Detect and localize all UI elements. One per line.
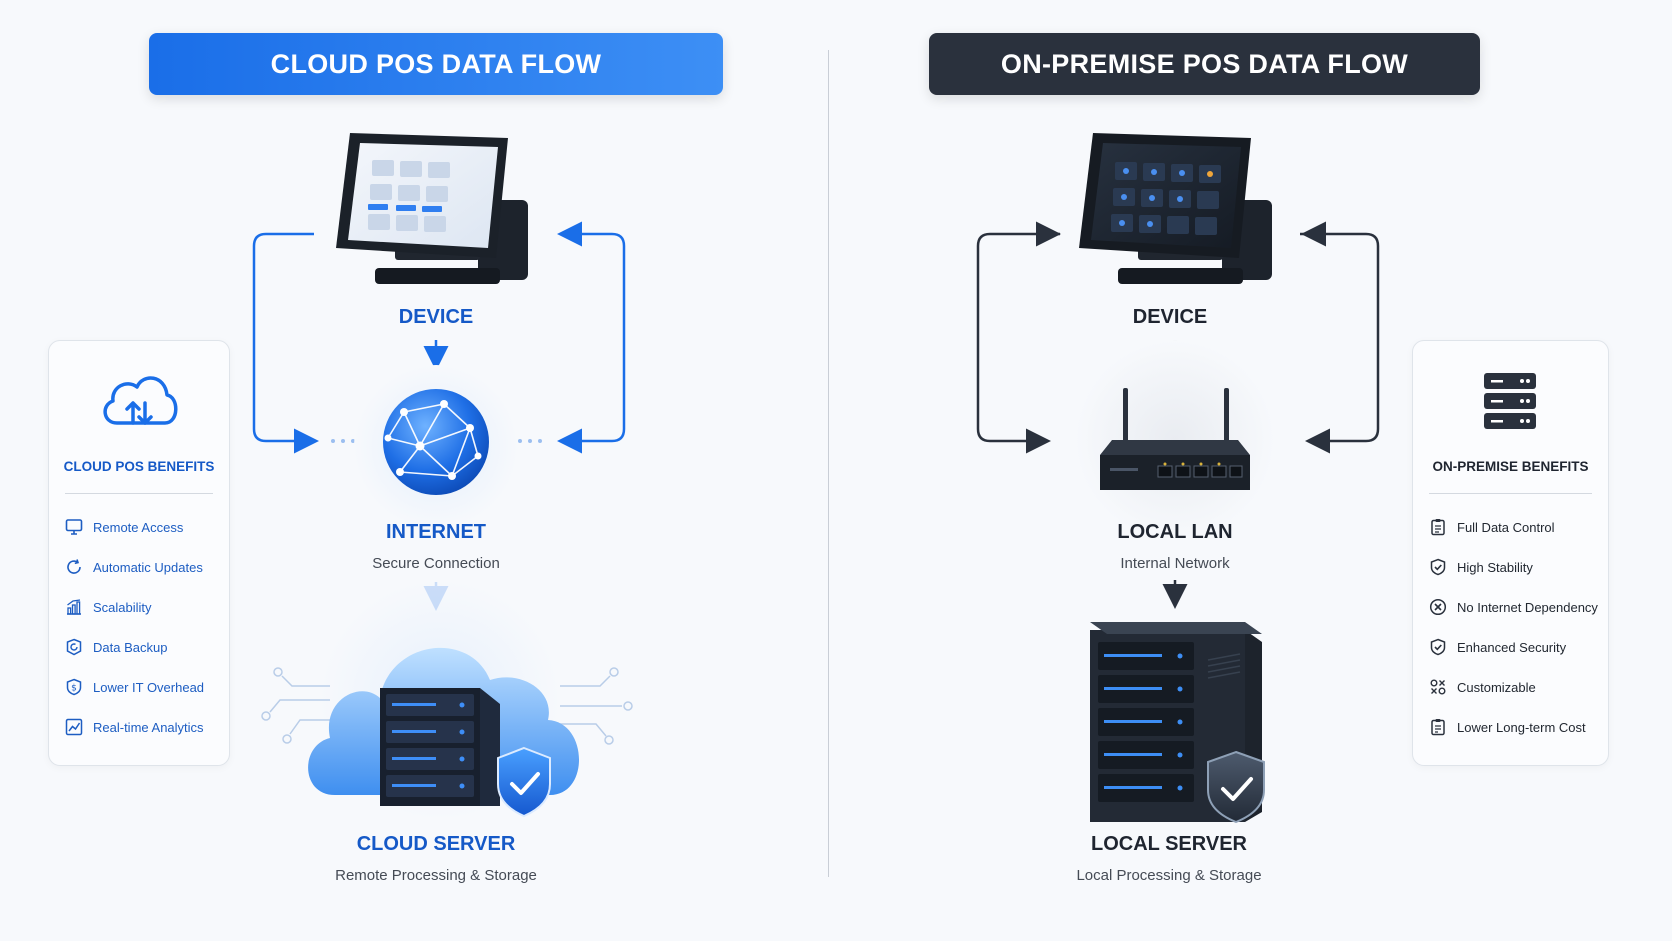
benefit-label: Full Data Control — [1457, 519, 1555, 535]
x-circle-icon — [1429, 598, 1447, 616]
onprem-loop-left-arrow — [976, 221, 1061, 454]
svg-text:$: $ — [71, 684, 77, 694]
benefit-item: $ Lower IT Overhead — [65, 676, 204, 698]
cloud-server-sublabel: Remote Processing & Storage — [335, 867, 537, 884]
benefit-label: Scalability — [93, 599, 152, 615]
cloud-upload-download-icon — [103, 376, 178, 425]
benefit-label: Remote Access — [93, 519, 184, 535]
globe-icon — [383, 389, 489, 495]
dollar-shield-icon: $ — [66, 678, 82, 696]
cloud-server-label: CLOUD SERVER — [356, 833, 516, 855]
cloud-flow-banner: CLOUD POS DATA FLOW — [149, 33, 723, 95]
benefit-item: Enhanced Security — [1429, 636, 1566, 658]
panel-divider — [65, 493, 213, 494]
bar-chart-icon — [67, 599, 81, 615]
benefit-label: High Stability — [1457, 559, 1533, 575]
onprem-benefits-panel: ON-PREMISE BENEFITS Full Data Control Hi… — [1412, 340, 1609, 766]
cloud-benefits-title: CLOUD POS BENEFITS — [63, 459, 215, 474]
benefit-label: No Internet Dependency — [1457, 599, 1598, 615]
onprem-loop-right-arrow — [1300, 221, 1380, 454]
benefit-item: Remote Access — [65, 516, 183, 538]
benefit-label: Lower IT Overhead — [93, 679, 205, 695]
benefit-item: High Stability — [1429, 556, 1533, 578]
onprem-pos-terminal-icon — [1079, 133, 1272, 284]
benefit-item: Real-time Analytics — [65, 716, 204, 738]
onprem-flow-banner: ON-PREMISE POS DATA FLOW — [929, 33, 1480, 95]
line-chart-icon — [65, 718, 83, 736]
benefit-label: Enhanced Security — [1457, 639, 1567, 655]
benefit-label: Data Backup — [93, 639, 168, 655]
local-server-label: LOCAL SERVER — [1091, 833, 1247, 855]
cloud-loop-right-arrow — [557, 221, 626, 454]
server-stack-icon — [1484, 373, 1536, 429]
benefit-item: Lower Long-term Cost — [1429, 716, 1586, 738]
lan-sublabel: Internal Network — [1120, 555, 1230, 572]
section-divider — [828, 50, 829, 877]
benefit-label: Customizable — [1457, 679, 1536, 695]
benefit-item: Scalability — [65, 596, 152, 618]
router-icon — [1100, 388, 1250, 490]
circuit-lines — [261, 667, 633, 745]
shield-check-icon — [1430, 638, 1446, 656]
benefit-label: Real-time Analytics — [93, 719, 204, 735]
cloud-loop-left-arrow — [252, 232, 319, 454]
benefit-item: Data Backup — [65, 636, 167, 658]
receipt-icon — [1431, 719, 1445, 736]
benefit-item: Automatic Updates — [65, 556, 203, 578]
refresh-icon — [67, 559, 81, 574]
cloud-device-label: DEVICE — [398, 306, 474, 328]
onprem-device-label: DEVICE — [1132, 306, 1208, 328]
onprem-benefits-title: ON-PREMISE BENEFITS — [1432, 459, 1589, 474]
clipboard-icon — [1431, 519, 1445, 536]
cloud-pos-terminal-icon — [336, 133, 528, 284]
shield-check-icon — [1430, 558, 1446, 576]
local-server-icon — [1090, 622, 1265, 824]
panel-divider — [1429, 493, 1592, 494]
local-server-sublabel: Local Processing & Storage — [1076, 867, 1262, 884]
benefit-item: No Internet Dependency — [1429, 596, 1598, 618]
cloud-benefits-panel: CLOUD POS BENEFITS Remote Access Automat… — [48, 340, 230, 766]
customize-icon — [1430, 679, 1446, 695]
benefit-item: Full Data Control — [1429, 516, 1555, 538]
internet-sublabel: Secure Connection — [372, 555, 500, 572]
benefit-item: Customizable — [1429, 676, 1536, 698]
internet-label: INTERNET — [386, 521, 486, 543]
benefit-label: Lower Long-term Cost — [1457, 719, 1586, 735]
cloud-server-icon — [308, 647, 580, 818]
benefit-label: Automatic Updates — [93, 559, 203, 575]
monitor-icon — [65, 519, 83, 535]
lan-label: LOCAL LAN — [1117, 521, 1233, 543]
backup-icon — [66, 638, 82, 656]
